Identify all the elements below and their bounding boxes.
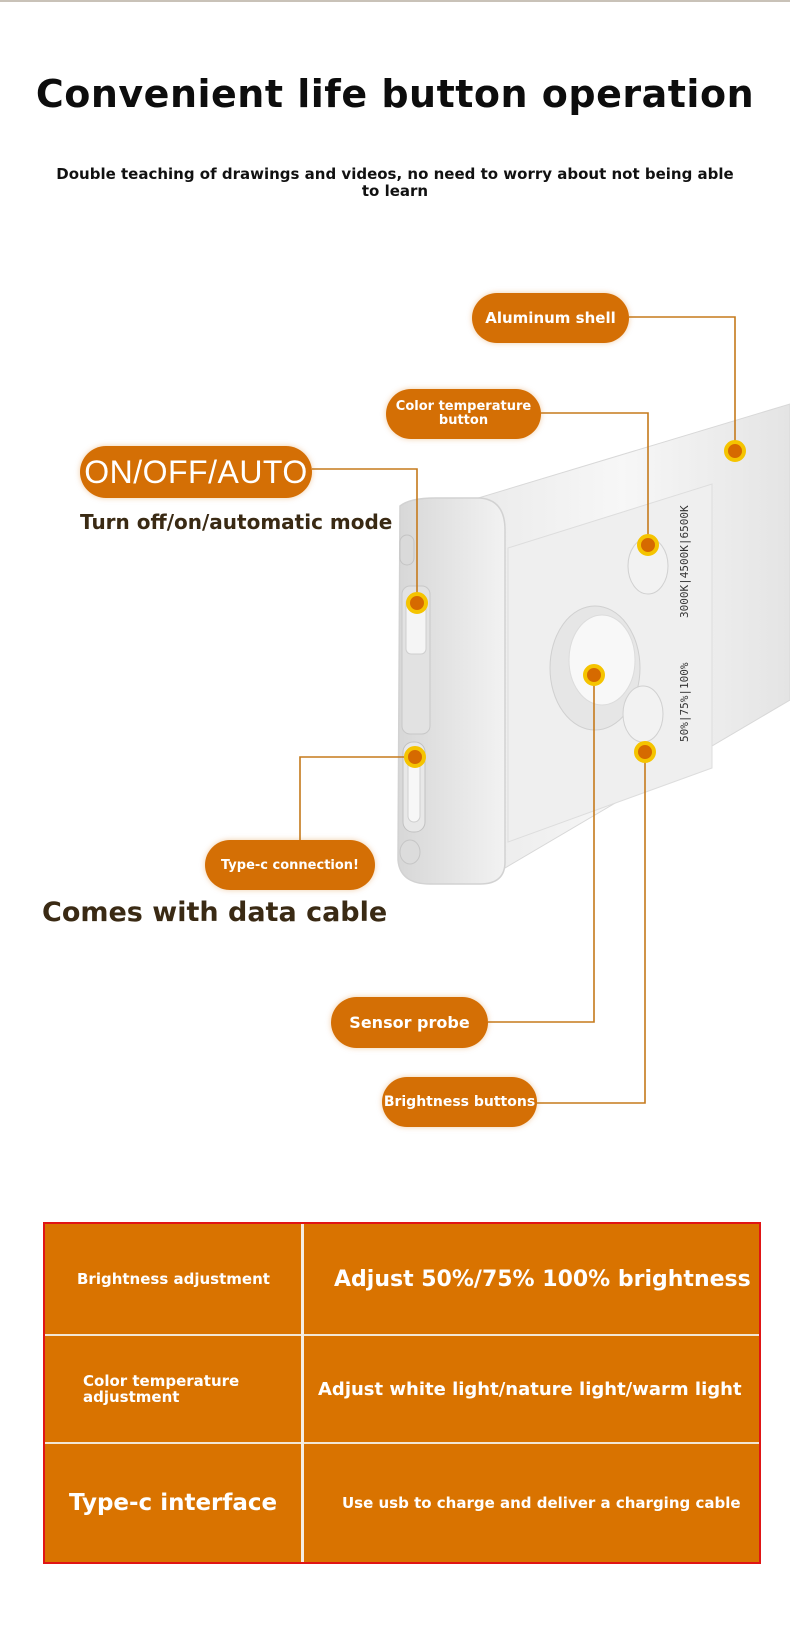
data-cable-caption: Comes with data cable (42, 897, 388, 928)
page-title: Convenient life button operation (35, 72, 755, 116)
side-slot-top (399, 534, 415, 566)
column-divider (301, 1224, 304, 1562)
markers (404, 440, 746, 768)
leader-lines (299, 316, 736, 1104)
side-slot-bottom (399, 839, 421, 865)
table-row: Brightness adjustment Adjust 50%/75% 100… (45, 1224, 759, 1334)
table-row: Color temperature adjustment Adjust whit… (45, 1336, 759, 1442)
color-temp-values-label: 3000K|4500K|6500K (678, 505, 691, 618)
callout-color-temperature-button: Color temperature button (386, 389, 541, 439)
spec-table: Brightness adjustment Adjust 50%/75% 100… (43, 1222, 761, 1564)
top-divider (0, 0, 790, 2)
feature-cell: Brightness adjustment (77, 1270, 270, 1288)
callout-type-c-connection: Type-c connection! (205, 840, 375, 890)
description-cell: Use usb to charge and deliver a charging… (342, 1494, 741, 1512)
table-row: Type-c interface Use usb to charge and d… (45, 1444, 759, 1562)
feature-cell: Color temperature adjustment (83, 1372, 240, 1406)
feature-cell: Type-c interface (69, 1490, 278, 1516)
callout-brightness-buttons: Brightness buttons (382, 1077, 537, 1127)
callout-sensor-probe: Sensor probe (331, 997, 488, 1048)
callout-on-off-auto: ON/OFF/AUTO (80, 446, 312, 498)
row-divider (45, 1442, 759, 1444)
sensor-probe-inner (568, 614, 636, 706)
description-cell: Adjust 50%/75% 100% brightness (334, 1266, 751, 1292)
on-off-caption: Turn off/on/automatic mode (80, 510, 393, 534)
row-divider (45, 1334, 759, 1336)
callout-aluminum-shell: Aluminum shell (472, 293, 629, 343)
brightness-values-label: 50%|75%|100% (678, 662, 691, 742)
description-cell: Adjust white light/nature light/warm lig… (318, 1378, 742, 1400)
page-subtitle: Double teaching of drawings and videos, … (56, 165, 734, 200)
brightness-button-shape (622, 685, 664, 743)
